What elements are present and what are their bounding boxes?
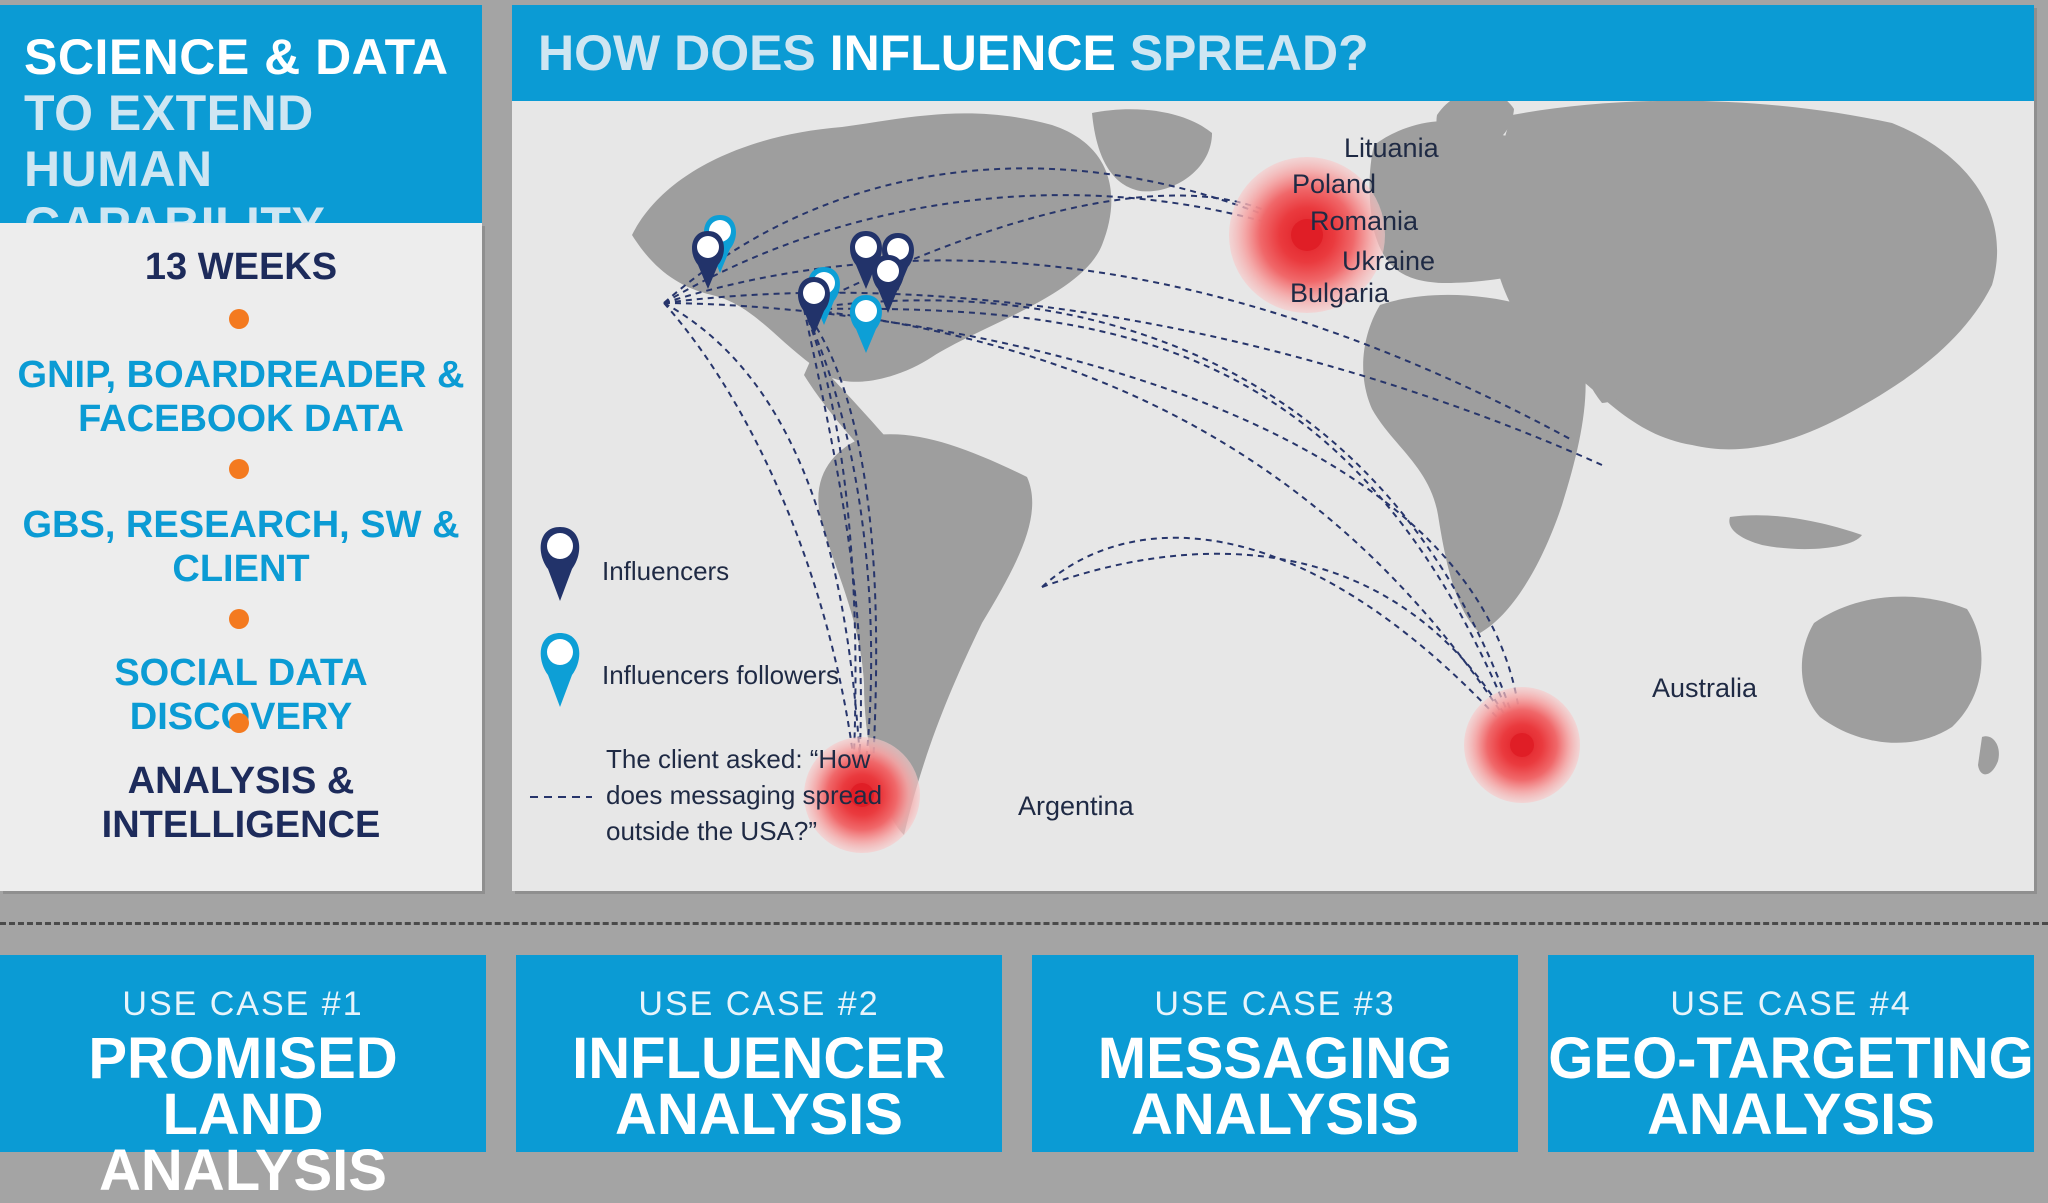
- map-pin-navy-icon: [692, 231, 724, 289]
- step-analysis: ANALYSIS & INTELLIGENCE: [0, 759, 482, 847]
- use-case-2-card: USE CASE #2 INFLUENCER ANALYSIS: [516, 955, 1002, 1152]
- process-steps-panel: 13 WEEKS GNIP, BOARDREADER & FACEBOOK DA…: [0, 223, 482, 891]
- use-case-title: INFLUENCER ANALYSIS: [516, 1026, 1002, 1147]
- legend-question-line: outside the USA?”: [606, 816, 818, 846]
- use-case-number: USE CASE #2: [638, 985, 880, 1023]
- use-case-number: USE CASE #4: [1670, 985, 1912, 1023]
- map-pin-cyan-icon: [850, 295, 882, 353]
- hotspot-eastern-europe-core: [1291, 219, 1323, 251]
- new-zealand-shape: [1978, 736, 1999, 775]
- world-map: [530, 90, 1999, 853]
- greenland-shape: [1092, 109, 1212, 192]
- step-line: 13 WEEKS: [144, 246, 338, 288]
- central-america-shape: [804, 357, 887, 460]
- step-duration: 13 WEEKS: [0, 245, 482, 289]
- step-separator-dot: [229, 713, 249, 733]
- map-pin-navy-icon: [798, 277, 830, 335]
- left-header-line2: TO EXTEND HUMAN: [24, 85, 314, 197]
- label-ukraine: Ukraine: [1342, 246, 1436, 276]
- step-separator-dot: [229, 309, 249, 329]
- legend-question-line: does messaging spread: [606, 780, 883, 810]
- use-case-title-line: ANALYSIS: [1647, 1082, 1935, 1147]
- legend-question: The client asked: “How does messaging sp…: [606, 741, 882, 849]
- use-case-number: USE CASE #1: [122, 985, 364, 1023]
- step-team: GBS, RESEARCH, SW & CLIENT: [0, 503, 482, 591]
- influence-paths: [663, 167, 1603, 796]
- left-header: SCIENCE & DATA TO EXTEND HUMAN CAPABILIT…: [0, 5, 482, 253]
- map-title-part3: SPREAD?: [1115, 25, 1369, 81]
- australia-shape: [1801, 596, 1982, 743]
- legend-graphics: [530, 527, 592, 798]
- map-pin-navy-icon: [850, 231, 882, 289]
- indonesia-shape: [1729, 515, 1862, 550]
- use-case-title-line: PROMISED LAND: [88, 1026, 398, 1147]
- scandinavia-shape: [1436, 90, 1514, 154]
- dashed-divider: [0, 922, 2048, 925]
- label-romania: Romania: [1310, 206, 1419, 236]
- map-pin-cyan-icon: [540, 633, 580, 707]
- step-data-sources: GNIP, BOARDREADER & FACEBOOK DATA: [0, 353, 482, 441]
- map-title-part2: INFLUENCE: [829, 25, 1116, 81]
- use-case-title: GEO-TARGETING ANALYSIS: [1548, 1026, 2034, 1147]
- left-header-line1: SCIENCE & DATA: [24, 29, 449, 85]
- map-markers: [692, 215, 914, 353]
- step-line: CLIENT: [172, 548, 310, 590]
- step-line: FACEBOOK DATA: [78, 398, 404, 440]
- hotspot-argentina-core: [850, 783, 874, 807]
- step-separator-dot: [229, 609, 249, 629]
- legend-influencers: Influencers: [602, 556, 730, 586]
- label-poland: Poland: [1292, 169, 1377, 199]
- influence-map-panel: HOW DOES INFLUENCE SPREAD? Lituania Pola…: [512, 5, 2034, 891]
- map-title-bar: HOW DOES INFLUENCE SPREAD?: [512, 5, 2034, 101]
- use-case-title-line: ANALYSIS: [615, 1082, 903, 1147]
- step-discovery: SOCIAL DATA DISCOVERY: [0, 651, 482, 739]
- arabia-shape: [1572, 321, 1652, 403]
- label-lituania: Lituania: [1344, 133, 1439, 163]
- use-case-1-card: USE CASE #1 PROMISED LAND ANALYSIS: [0, 955, 486, 1200]
- label-bulgaria: Bulgaria: [1290, 278, 1390, 308]
- south-america-shape: [818, 434, 1033, 835]
- use-case-title: PROMISED LAND ANALYSIS: [0, 1026, 486, 1203]
- legend-followers: Influencers followers: [602, 660, 839, 690]
- use-case-number: USE CASE #3: [1154, 985, 1396, 1023]
- use-case-title-line: ANALYSIS: [1131, 1082, 1419, 1147]
- africa-shape: [1363, 294, 1586, 633]
- step-line: INTELLIGENCE: [101, 804, 381, 846]
- step-line: GBS, RESEARCH, SW &: [22, 504, 460, 546]
- use-case-title-line: GEO-TARGETING: [1548, 1026, 2034, 1091]
- step-line: GNIP, BOARDREADER &: [17, 354, 465, 396]
- hotspots: [804, 157, 1580, 853]
- step-line: SOCIAL DATA DISCOVERY: [114, 652, 368, 738]
- hotspot-australia-core: [1510, 733, 1534, 757]
- map-pin-navy-icon: [872, 255, 904, 313]
- step-separator-dot: [229, 459, 249, 479]
- label-australia: Australia: [1652, 673, 1758, 703]
- use-case-title-line: INFLUENCER: [572, 1026, 946, 1091]
- step-line: ANALYSIS &: [127, 760, 355, 802]
- use-case-3-card: USE CASE #3 MESSAGING ANALYSIS: [1032, 955, 1518, 1152]
- legend-question-line: The client asked: “How: [606, 744, 871, 774]
- use-case-title: MESSAGING ANALYSIS: [1032, 1026, 1518, 1147]
- use-case-title-line: MESSAGING: [1097, 1026, 1453, 1091]
- use-case-title-line: ANALYSIS: [99, 1138, 387, 1203]
- map-title-part1: HOW DOES: [538, 25, 830, 81]
- use-case-4-card: USE CASE #4 GEO-TARGETING ANALYSIS: [1548, 955, 2034, 1152]
- map-pin-navy-icon: [540, 527, 580, 601]
- label-argentina: Argentina: [1018, 791, 1134, 821]
